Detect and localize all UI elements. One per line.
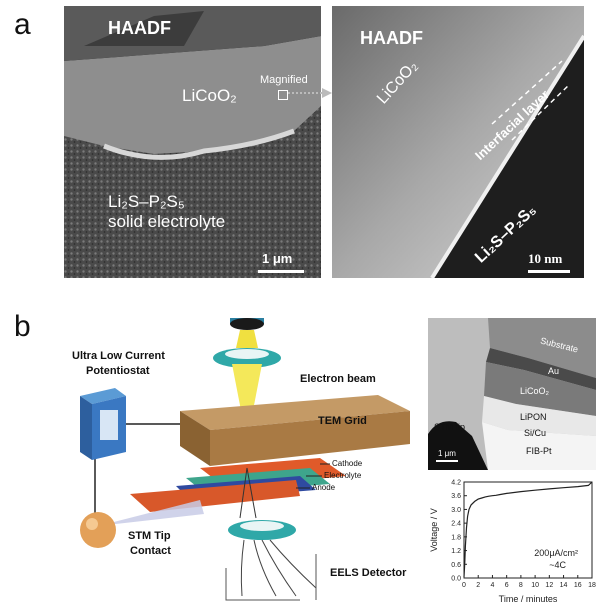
magnify-arrow (288, 88, 332, 98)
licoo2-tem-label: LiCoO₂ (520, 386, 550, 396)
y-tick-label: 2.4 (451, 521, 461, 528)
transmitted-beam-left (239, 467, 248, 519)
x-tick-label: 0 (462, 582, 466, 589)
tem-grid-top (180, 395, 410, 430)
lipon-label: LiPON (520, 412, 547, 422)
potentiostat-label-line2: Potentiostat (86, 365, 150, 377)
electrolyte-label-line2: solid electrolyte (108, 212, 226, 231)
lens-upper-inner (225, 349, 269, 359)
x-tick-label: 12 (545, 582, 553, 589)
tem-cross-section-image: Substrate Au LiCoO₂ LiPON Si/Cu FIB-Pt S… (428, 318, 596, 470)
eels-ray-4 (269, 539, 317, 589)
y-tick-label: 0.0 (451, 576, 461, 583)
haadf-overview-image: HAADF LiCoO₂ Magnified Li₂S–P₂S₅ solid e… (64, 6, 321, 278)
magnified-label: Magnified (260, 74, 308, 86)
au-label: Au (548, 366, 560, 376)
tem-grid-front (210, 411, 410, 466)
chart-plot-frame (463, 481, 593, 579)
tem-grid-side (180, 411, 210, 466)
scale-bar-left (258, 270, 304, 273)
y-tick-label: 0.6 (451, 562, 461, 569)
x-tick-label: 18 (588, 582, 596, 589)
eels-ray-1 (240, 539, 245, 597)
stm-tip-tem-label: STM tip (434, 422, 466, 432)
x-tick-label: 2 (476, 582, 480, 589)
electron-beam-top (236, 330, 258, 348)
anode-label: Anode (312, 483, 336, 492)
anode-support (130, 480, 300, 512)
tem-cross-section-graphic (428, 318, 596, 470)
tem-scale-bar (436, 460, 458, 462)
cathode-label: Cathode (332, 459, 363, 468)
potentiostat-side (80, 396, 92, 460)
tem-schematic (80, 318, 410, 601)
potentiostat-panel (100, 410, 118, 440)
tem-scale-bar-label: 1 μm (438, 449, 456, 458)
stm-contact-label-line2: Contact (130, 545, 171, 557)
stm-contact-label-line1: STM Tip (128, 530, 171, 542)
electron-beam-cone (232, 364, 262, 426)
y-tick-label: 1.2 (451, 548, 461, 555)
scale-bar-right-label: 10 nm (528, 251, 563, 266)
chart-annotation-rate: 200μA/cm² (534, 548, 578, 558)
electron-source-cap (230, 318, 264, 330)
chart-xlabel: Time / minutes (499, 594, 558, 604)
x-tick-label: 14 (560, 582, 568, 589)
chart-annotation-c-rate: ~4C (549, 560, 566, 570)
haadf-label-left: HAADF (108, 18, 171, 38)
panel-a-letter: a (14, 8, 31, 41)
chart-ylabel: Voltage / V (429, 508, 439, 552)
eels-ray-2 (253, 539, 277, 597)
y-tick-label: 1.8 (451, 534, 461, 541)
si-cu-label: Si/Cu (524, 428, 547, 438)
x-tick-label: 10 (531, 582, 539, 589)
scale-bar-right (528, 270, 570, 273)
potentiostat-label-line1: Ultra Low Current (72, 350, 165, 362)
y-tick-label: 4.2 (451, 480, 461, 487)
haadf-overview-graphic (64, 6, 321, 278)
transmitted-beam-right (246, 467, 257, 519)
haadf-magnified-graphic (332, 6, 584, 278)
haadf-magnified-image: HAADF LiCoO₂ Interfacial layer Li₂S–P₂S₅… (332, 6, 584, 278)
voltage-series-line (463, 481, 593, 577)
scale-bar-left-label: 1 μm (262, 251, 293, 266)
panel-b-letter: b (14, 310, 31, 343)
electrolyte-label: Electrolyte (324, 471, 362, 480)
stm-contact-cone (98, 500, 204, 526)
x-tick-label: 6 (505, 582, 509, 589)
chart-ticks: 0 2 4 6 8 10 12 14 16 18 0.0 0.6 1.2 1.8 2.4 3.0 3.6 4.2 (451, 480, 596, 590)
eels-detector-frame (225, 568, 300, 601)
electron-beam-label: Electron beam (300, 373, 376, 385)
stm-tip-highlight (86, 518, 98, 530)
fib-pt-label: FIB-Pt (526, 446, 552, 456)
licoo2-label-left: LiCoO₂ (182, 86, 237, 105)
x-tick-label: 16 (574, 582, 582, 589)
stm-tip-sphere (80, 512, 116, 548)
haadf-label-right: HAADF (360, 28, 423, 48)
eels-detector-label: EELS Detector (330, 567, 407, 579)
magnified-box (278, 90, 288, 100)
lens-lower-inner (240, 521, 284, 531)
eels-ray-3 (261, 539, 297, 597)
x-tick-label: 4 (490, 582, 494, 589)
tem-grid-label: TEM Grid (318, 415, 367, 427)
y-tick-label: 3.0 (451, 507, 461, 514)
x-tick-label: 8 (519, 582, 523, 589)
potentiostat-top (80, 388, 126, 404)
electrolyte-label-line1: Li₂S–P₂S₅ (108, 192, 185, 211)
y-tick-label: 3.6 (451, 493, 461, 500)
